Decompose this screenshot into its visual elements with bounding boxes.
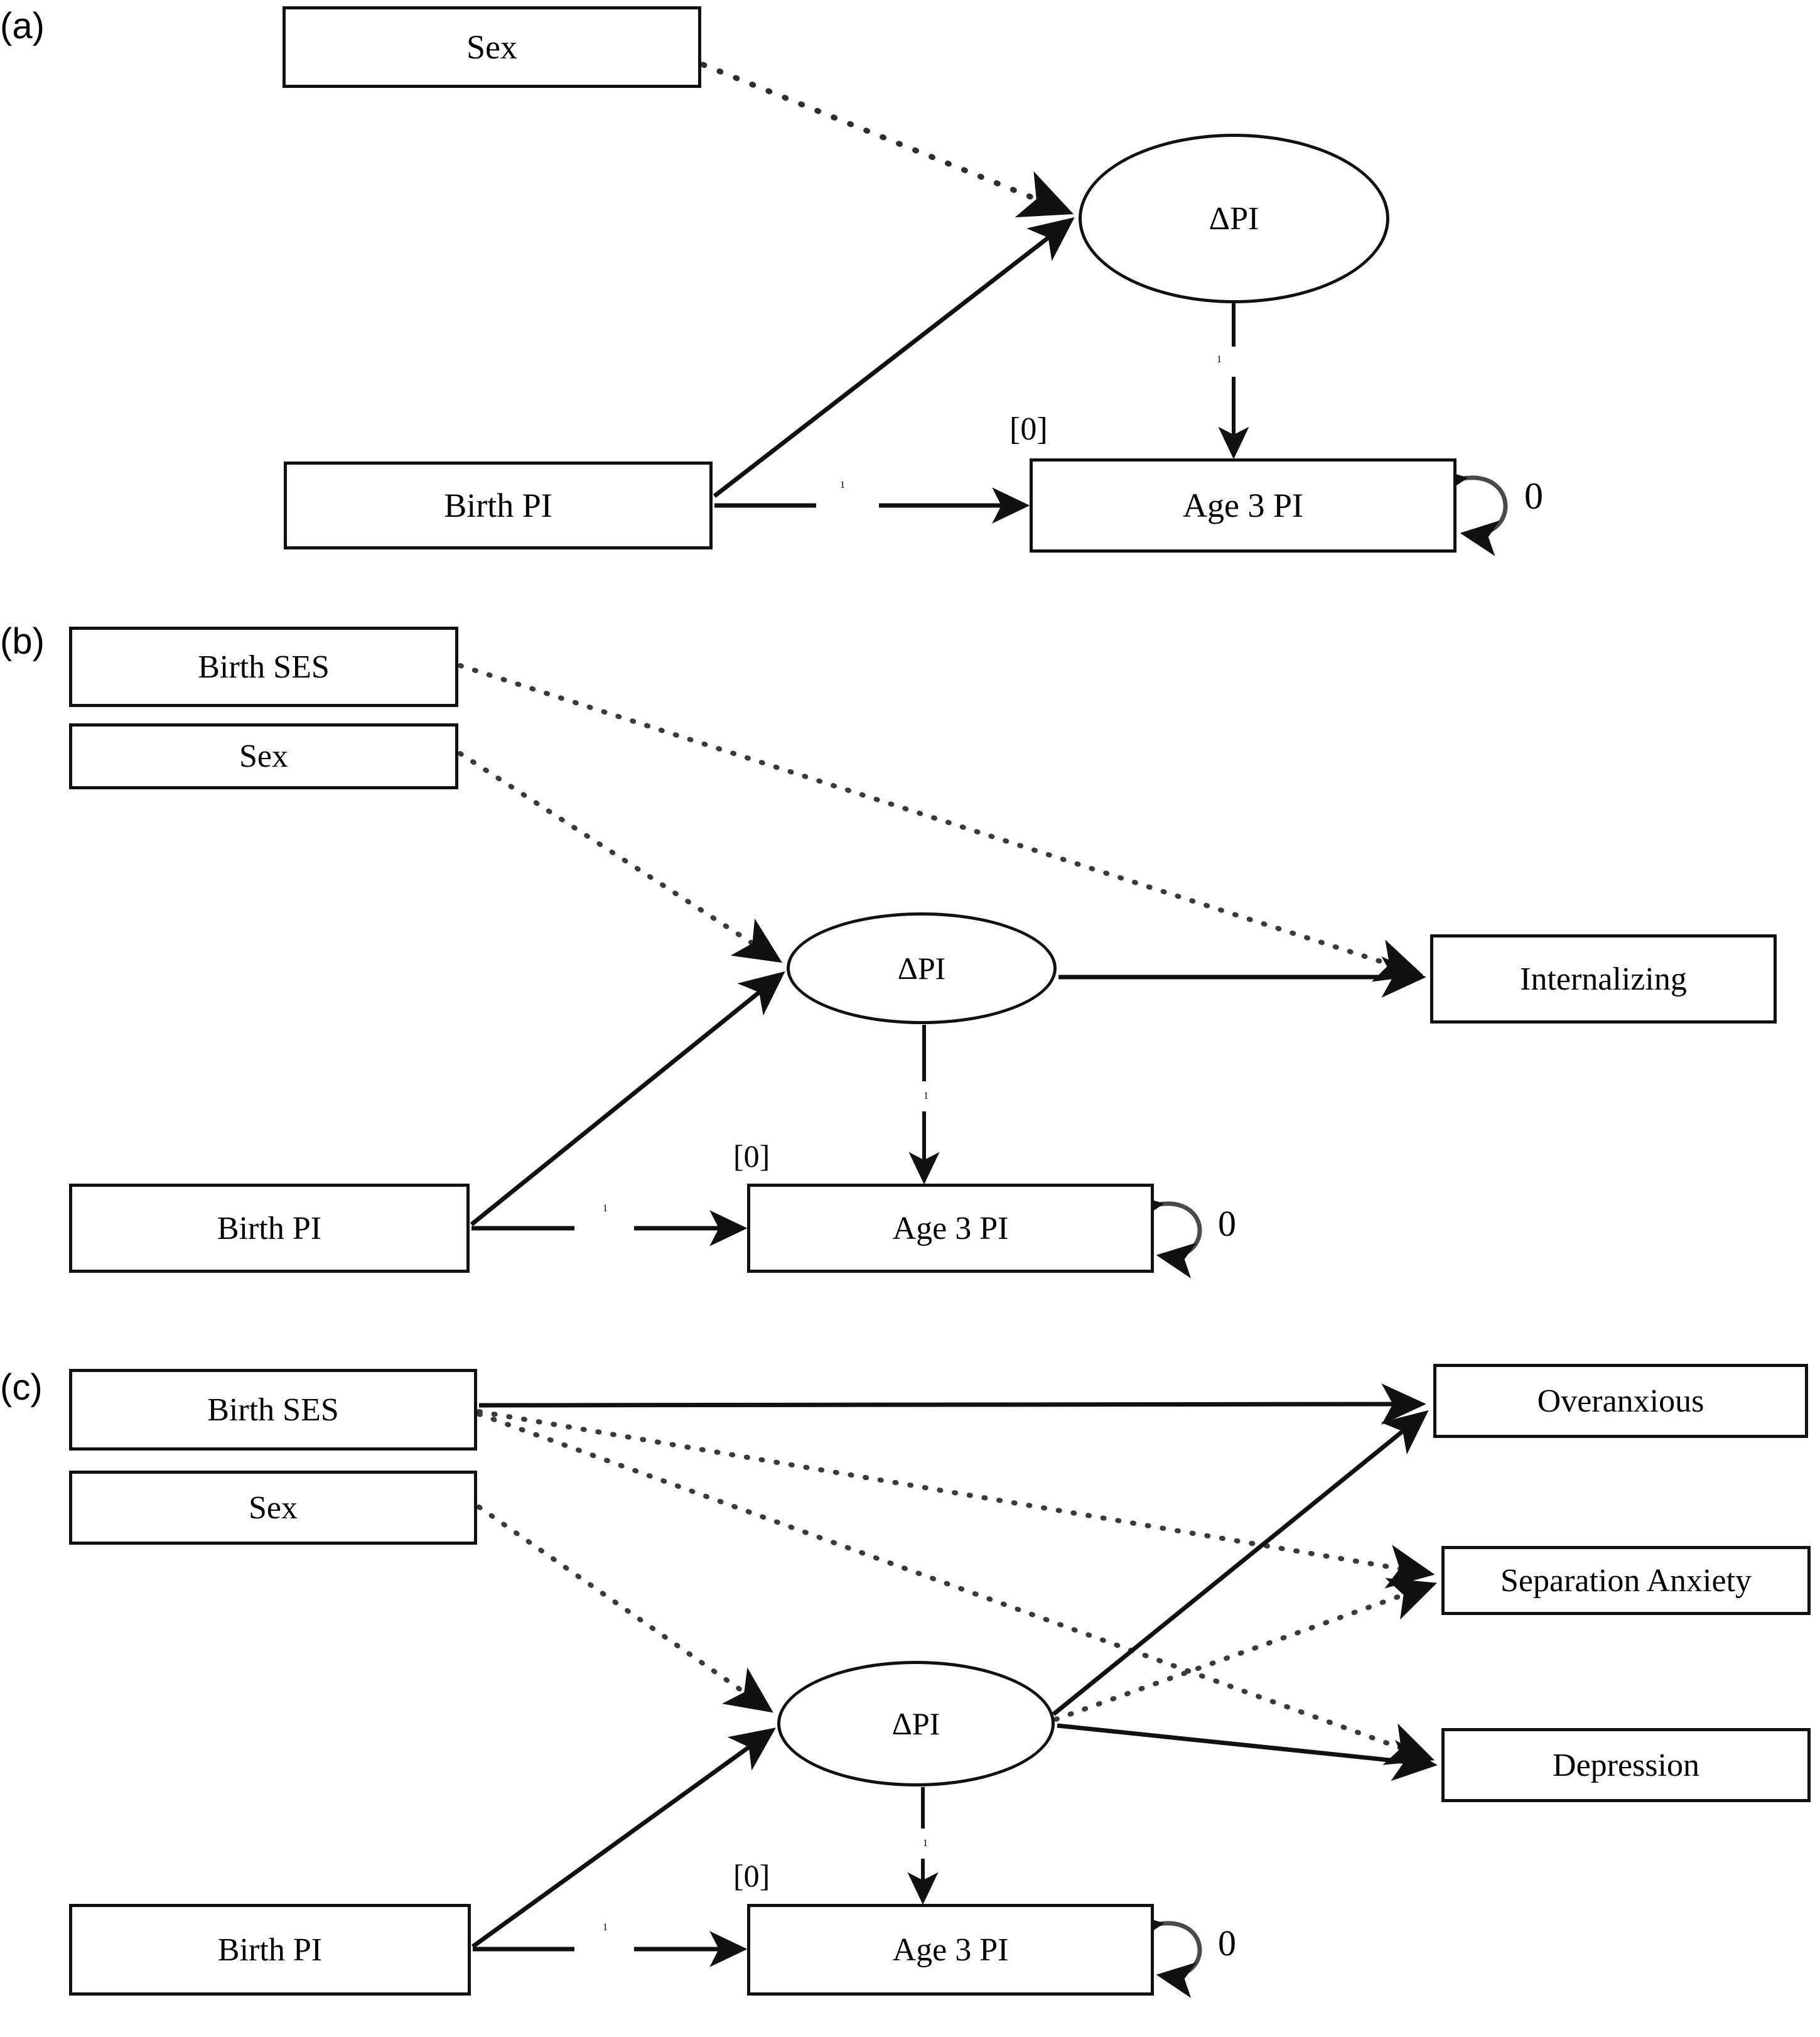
edge-birthpi-to-dpi-b <box>470 971 785 1226</box>
node-delta-pi-c[interactable]: ΔPI <box>777 1661 1055 1786</box>
residual-label-age3-a: 0 <box>1524 475 1543 517</box>
edge-label-birth-age3-b: 1 <box>598 1204 613 1214</box>
edge-sex-to-dpi-c <box>477 1505 773 1713</box>
edge-label-dpi-age3-a: 1 <box>1212 355 1227 365</box>
node-delta-pi-a[interactable]: ΔPI <box>1079 134 1389 303</box>
edge-birthpi-to-dpi-c <box>471 1727 776 1948</box>
mean-label-age3-a: [0] <box>1010 411 1048 447</box>
node-age3-pi-b[interactable]: Age 3 PI <box>747 1184 1154 1273</box>
node-separation-anxiety-c[interactable]: Separation Anxiety <box>1441 1546 1811 1615</box>
edge-ses-to-separation-c <box>477 1409 1435 1589</box>
panel-label-b: (b) <box>0 621 45 662</box>
mean-label-age3-c: [0] <box>733 1858 770 1893</box>
edge-label-dpi-age3-c: 1 <box>918 1839 933 1849</box>
node-sex-c[interactable]: Sex <box>69 1471 477 1545</box>
node-sex-a[interactable]: Sex <box>283 6 701 88</box>
node-depression-c[interactable]: Depression <box>1441 1728 1811 1802</box>
node-birth-pi-c[interactable]: Birth PI <box>69 1904 471 1996</box>
residual-loop-age3-a <box>1428 465 1508 556</box>
edge-sex-to-dpi-a <box>700 62 1074 218</box>
node-overanxious-c[interactable]: Overanxious <box>1433 1364 1808 1438</box>
residual-loop-age3-c <box>1124 1911 1202 1998</box>
panel-label-a: (a) <box>0 6 45 46</box>
edge-label-dpi-age3-b: 1 <box>918 1091 934 1101</box>
node-age3-pi-c[interactable]: Age 3 PI <box>747 1904 1154 1996</box>
node-birth-ses-b[interactable]: Birth SES <box>69 627 458 707</box>
edge-label-birth-age3-a: 1 <box>835 480 850 490</box>
edge-ses-to-depression-c <box>477 1412 1435 1765</box>
residual-label-age3-b: 0 <box>1218 1203 1236 1244</box>
edge-dpi-to-separation-c <box>1053 1577 1438 1722</box>
edge-ses-to-overanxious-c <box>478 1383 1426 1425</box>
node-sex-b[interactable]: Sex <box>69 723 458 789</box>
residual-loop-age3-b <box>1124 1191 1202 1278</box>
edge-dpi-to-depression-c <box>1057 1723 1438 1781</box>
panel-label-c: (c) <box>0 1367 43 1408</box>
mean-label-age3-b: [0] <box>733 1138 770 1174</box>
node-internalizing-b[interactable]: Internalizing <box>1430 934 1777 1024</box>
node-birth-pi-b[interactable]: Birth PI <box>69 1184 470 1273</box>
edge-label-birth-age3-c: 1 <box>598 1923 613 1933</box>
node-age3-pi-a[interactable]: Age 3 PI <box>1030 458 1457 553</box>
edge-ses-to-internalizing-b <box>458 663 1424 982</box>
edge-birthpi-to-dpi-a <box>713 217 1075 498</box>
residual-label-age3-c: 0 <box>1218 1923 1236 1964</box>
edge-dpi-to-overanxious-c <box>1052 1410 1429 1716</box>
node-birth-pi-a[interactable]: Birth PI <box>284 462 713 549</box>
node-birth-ses-c[interactable]: Birth SES <box>69 1369 477 1451</box>
node-delta-pi-b[interactable]: ΔPI <box>787 912 1057 1024</box>
edge-sex-to-dpi-b <box>458 751 783 963</box>
